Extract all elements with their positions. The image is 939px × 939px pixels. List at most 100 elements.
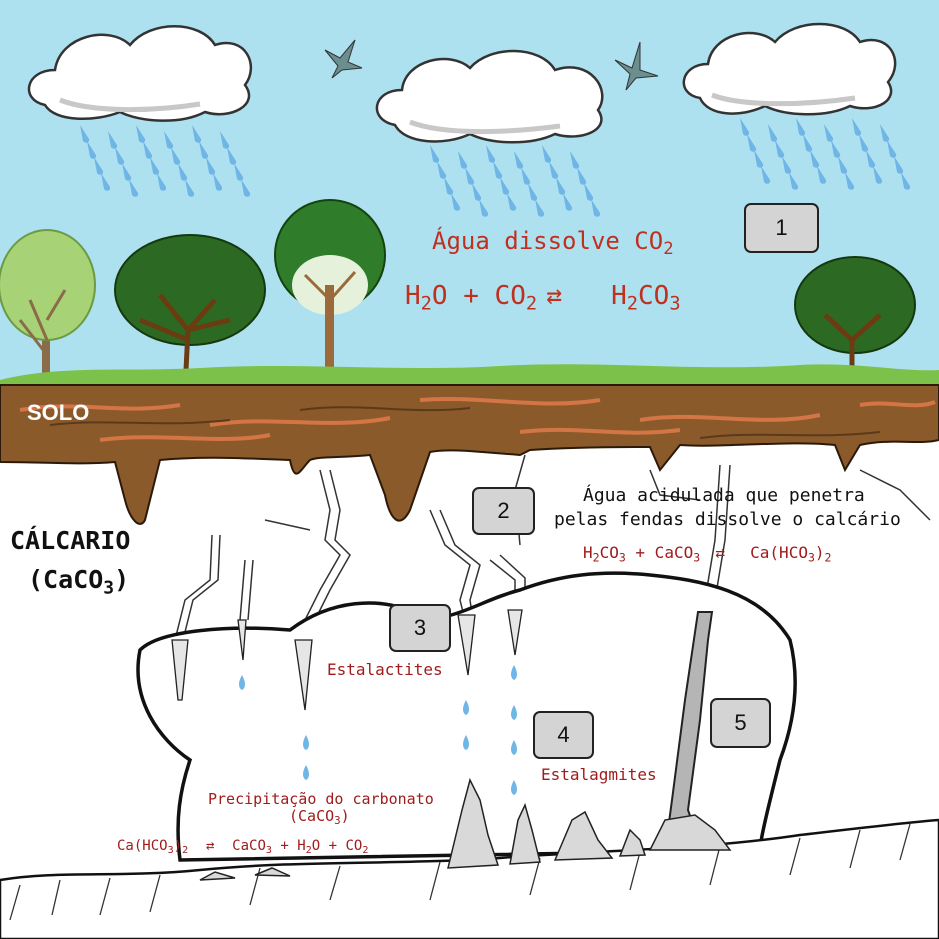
raindrop-icon xyxy=(444,177,454,195)
stalagmites-label: Estalagmites xyxy=(541,765,657,784)
raindrop-icon xyxy=(838,156,848,174)
raindrop-icon xyxy=(747,134,757,152)
stalactites xyxy=(171,609,523,711)
tree-dark-1 xyxy=(114,234,266,440)
precipitation-line-1: Precipitação do carbonato xyxy=(208,790,434,808)
raindrop-icon xyxy=(803,134,813,152)
step-badge-5: 5 xyxy=(710,698,771,748)
raindrop-icon xyxy=(430,145,440,163)
step-badge-1: 1 xyxy=(744,203,819,253)
stalactites-label: Estalactites xyxy=(327,660,443,679)
raindrop-icon xyxy=(563,193,573,211)
raindrop-icon xyxy=(458,151,468,169)
raindrop-icon xyxy=(80,125,90,143)
raindrop-icon xyxy=(451,193,461,211)
raindrop-icon xyxy=(157,173,167,191)
raindrop-icon xyxy=(178,163,188,181)
cloud-right xyxy=(682,22,897,116)
raindrop-icon xyxy=(542,145,552,163)
raindrop-icon xyxy=(859,134,869,152)
raindrop-icon xyxy=(528,183,538,201)
limestone-formula: (CaCO3) xyxy=(28,565,130,599)
soil-cracks xyxy=(49,406,881,439)
raindrop-icon xyxy=(486,145,496,163)
raindrop-icon xyxy=(817,166,827,184)
penetration-line-1: Água acidulada que penetra xyxy=(583,485,865,506)
raindrop-icon xyxy=(136,125,146,143)
raindrop-icon xyxy=(122,163,132,181)
raindrop-icon xyxy=(535,199,545,217)
precipitation-equation: Ca(HCO3)2⇄CaCO3 + H2O + CO2 xyxy=(117,838,369,857)
raindrop-icon xyxy=(143,141,153,159)
raindrop-icon xyxy=(591,199,601,217)
raindrop-icon xyxy=(789,172,799,190)
raindrop-icon xyxy=(465,167,475,185)
soil-streaks xyxy=(19,396,936,442)
penetration-line-2: pelas fendas dissolve o calcário xyxy=(554,509,901,530)
raindrop-icon xyxy=(171,147,181,165)
step-badge-4: 4 xyxy=(533,711,594,759)
raindrop-icon xyxy=(845,172,855,190)
raindrop-icon xyxy=(549,161,559,179)
raindrop-icon xyxy=(810,150,820,168)
cloud-left xyxy=(27,25,253,122)
raindrop-icon xyxy=(185,179,195,197)
raindrop-icon xyxy=(115,147,125,165)
step-badge-3: 3 xyxy=(389,604,451,652)
raindrop-icon xyxy=(831,140,841,158)
raindrop-icon xyxy=(754,150,764,168)
raindrop-icon xyxy=(866,150,876,168)
raindrop-icon xyxy=(94,157,104,175)
raindrop-icon xyxy=(129,179,139,197)
column-base xyxy=(648,814,732,851)
dissolve-caption: Água dissolve CO2 xyxy=(432,227,674,260)
raindrop-icon xyxy=(556,177,566,195)
raindrop-icon xyxy=(894,156,904,174)
raindrop-icon xyxy=(775,140,785,158)
raindrop-icon xyxy=(873,166,883,184)
step-badge-2: 2 xyxy=(472,487,535,535)
tree-round xyxy=(274,199,386,370)
raindrop-icon xyxy=(901,172,911,190)
raindrop-icon xyxy=(472,183,482,201)
raindrop-icon xyxy=(768,124,778,142)
raindrop-icon xyxy=(852,118,862,136)
raindrop-icon xyxy=(220,131,230,149)
dissolution-equation: H2CO3 + CaCO3⇄Ca(HCO3)2 xyxy=(583,543,832,565)
raindrop-icon xyxy=(199,141,209,159)
limestone-label: CÁLCARIO xyxy=(10,526,131,555)
raindrop-icon xyxy=(796,118,806,136)
raindrop-icon xyxy=(521,167,531,185)
raindrop-icon xyxy=(108,131,118,149)
raindrop-icon xyxy=(782,156,792,174)
raindrop-icon xyxy=(577,167,587,185)
raindrop-icon xyxy=(234,163,244,181)
raindrop-icon xyxy=(507,193,517,211)
raindrop-icon xyxy=(479,199,489,217)
raindrop-icon xyxy=(761,166,771,184)
water-drips xyxy=(239,665,517,795)
floor-hatching xyxy=(9,823,911,921)
raindrop-icon xyxy=(150,157,160,175)
raindrop-icon xyxy=(437,161,447,179)
raindrop-icon xyxy=(880,124,890,142)
raindrop-icon xyxy=(584,183,594,201)
raindrop-icon xyxy=(570,151,580,169)
bird-icon xyxy=(614,41,659,91)
rain xyxy=(80,118,911,217)
carbonic-acid-equation: H2O + CO2⇄H2CO3 xyxy=(405,281,681,315)
raindrop-icon xyxy=(887,140,897,158)
raindrop-icon xyxy=(514,151,524,169)
precipitation-line-2: (CaCO3) xyxy=(289,807,350,828)
tree-left-light xyxy=(0,229,96,375)
soil-layer xyxy=(0,384,939,525)
raindrop-icon xyxy=(87,141,97,159)
raindrop-icon xyxy=(164,131,174,149)
raindrop-icon xyxy=(740,118,750,136)
soil-label: SOLO xyxy=(27,400,90,425)
raindrop-icon xyxy=(101,173,111,191)
raindrop-icon xyxy=(500,177,510,195)
raindrop-icon xyxy=(824,124,834,142)
raindrop-icon xyxy=(493,161,503,179)
